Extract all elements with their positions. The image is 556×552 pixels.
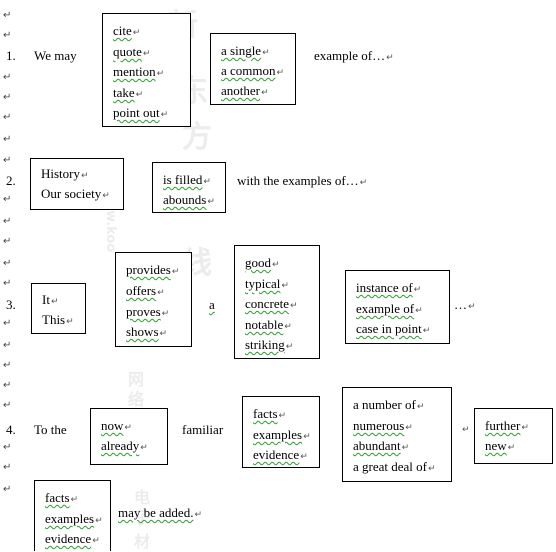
- paragraph-mark: ↵: [3, 10, 12, 21]
- paragraph-mark: ↵: [3, 278, 12, 289]
- row4-middle: familiar: [182, 422, 224, 437]
- list-item: This↵: [42, 312, 74, 327]
- list-item: already↵: [101, 438, 148, 453]
- list-item: numerous↵: [353, 418, 413, 433]
- paragraph-mark: ↵: [3, 258, 12, 269]
- row4-adverbs-box: now↵ already↵: [90, 408, 168, 465]
- list-item: Our society↵: [41, 186, 110, 201]
- list-item: typical↵: [245, 276, 289, 291]
- row2-subjects-box: History↵ Our society↵: [30, 158, 124, 210]
- row1-tail: example of…↵: [314, 48, 394, 63]
- watermark-char-7: 络: [128, 390, 145, 409]
- paragraph-mark: ↵: [3, 92, 12, 103]
- list-item: new↵: [485, 438, 516, 453]
- paragraph-mark: ↵: [3, 360, 12, 371]
- list-item: examples↵: [253, 427, 311, 442]
- list-item: evidence↵: [253, 447, 308, 462]
- paragraph-mark: ↵: [3, 155, 12, 166]
- paragraph-mark: ↵: [3, 340, 12, 351]
- list-item: a number of↵: [353, 397, 425, 412]
- list-item: notable↵: [245, 317, 292, 332]
- list-item: now↵: [101, 418, 132, 433]
- list-item: point out↵: [113, 105, 169, 120]
- paragraph-mark: ↵: [3, 380, 12, 391]
- list-item: instance of↵: [356, 280, 422, 295]
- row2-number: 2.: [6, 173, 16, 188]
- watermark-char-10: 材: [134, 532, 151, 551]
- row1-lead: We may: [34, 48, 77, 63]
- row3-verbs-box: provides↵ offers↵ proves↵ shows↵: [115, 252, 192, 347]
- row1-number: 1.: [6, 48, 16, 63]
- paragraph-mark: ↵: [3, 72, 12, 83]
- row3-number: 3.: [6, 297, 16, 312]
- list-item: History↵: [41, 166, 89, 181]
- row4-quantities-box: a number of↵ numerous↵ abundant↵ a great…: [342, 387, 452, 482]
- row3-nouns-box: instance of↵ example of↵ case in point↵: [345, 270, 450, 344]
- paragraph-mark: ↵: [3, 462, 12, 473]
- list-item: a common↵: [221, 63, 285, 78]
- paragraph-mark: ↵: [3, 318, 12, 329]
- paragraph-mark: ↵: [3, 236, 12, 247]
- watermark-char-6: 网: [128, 370, 145, 389]
- row4-number: 4.: [6, 422, 16, 437]
- row2-tail: with the examples of…↵: [237, 173, 368, 188]
- list-item: further↵: [485, 418, 529, 433]
- row1-quantifiers-box: a single↵ a common↵ another↵: [210, 33, 296, 105]
- list-item: offers↵: [126, 283, 165, 298]
- row4-lead: To the: [34, 422, 67, 437]
- list-item: cite↵: [113, 23, 141, 38]
- paragraph-mark: ↵: [3, 194, 12, 205]
- list-item: case in point↵: [356, 321, 431, 336]
- list-item: another↵: [221, 83, 269, 98]
- list-item: facts↵: [45, 490, 79, 505]
- list-item: concrete↵: [245, 296, 298, 311]
- paragraph-mark: ↵: [3, 112, 12, 123]
- list-item: proves↵: [126, 304, 170, 319]
- row5-nouns-box: facts↵ examples↵ evidence↵: [34, 480, 111, 551]
- list-item: good↵: [245, 255, 280, 270]
- list-item: quote↵: [113, 44, 151, 59]
- row3-subjects-box: It↵ This↵: [31, 283, 86, 334]
- list-item: striking↵: [245, 337, 294, 352]
- row4-nouns-box: facts↵ examples↵ evidence↵: [242, 396, 320, 468]
- row4-more-box: further↵ new↵: [474, 408, 553, 464]
- paragraph-mark: ↵: [3, 484, 12, 495]
- list-item: It↵: [42, 292, 59, 307]
- list-item: example of↵: [356, 301, 423, 316]
- row5-tail: may be added.↵: [118, 505, 202, 520]
- list-item: a great deal of↵: [353, 459, 436, 474]
- paragraph-mark: ↵: [3, 134, 12, 145]
- list-item: a single↵: [221, 43, 270, 58]
- row4-mark: ↵: [462, 425, 470, 435]
- list-item: shows↵: [126, 324, 168, 339]
- list-item: provides↵: [126, 262, 180, 277]
- list-item: is filled↵: [163, 172, 211, 187]
- row3-tail: …↵: [454, 297, 476, 312]
- list-item: abundant↵: [353, 438, 410, 453]
- row3-article: a: [209, 297, 215, 312]
- list-item: take↵: [113, 85, 144, 100]
- paragraph-mark: ↵: [3, 30, 12, 41]
- list-item: examples↵: [45, 511, 103, 526]
- paragraph-mark: ↵: [3, 442, 12, 453]
- list-item: facts↵: [253, 406, 287, 421]
- watermark-char-8: 电: [134, 488, 151, 507]
- paragraph-mark: ↵: [3, 216, 12, 227]
- row2-verbs-box: is filled↵ abounds↵: [152, 162, 226, 213]
- watermark-char-9: 子: [134, 508, 151, 527]
- paragraph-mark: ↵: [3, 400, 12, 411]
- row1-verbs-box: cite↵ quote↵ mention↵ take↵ point out↵: [102, 13, 191, 127]
- list-item: mention↵: [113, 64, 165, 79]
- list-item: evidence↵: [45, 531, 100, 546]
- row3-adjectives-box: good↵ typical↵ concrete↵ notable↵ striki…: [234, 245, 320, 359]
- list-item: abounds↵: [163, 192, 215, 207]
